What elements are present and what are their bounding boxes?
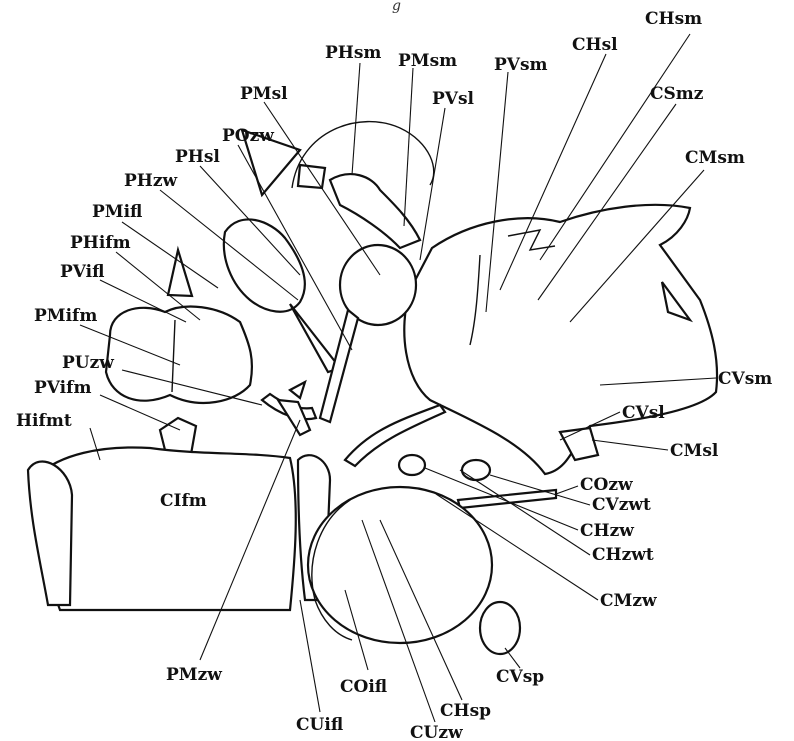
- label-Hifmt: Hifmt: [16, 411, 72, 431]
- label-CMsm: CMsm: [685, 148, 745, 168]
- label-CSmz: CSmz: [650, 84, 704, 104]
- small-egg: [480, 602, 520, 654]
- label-CVsl: CVsl: [622, 403, 665, 423]
- label-PUzw: PUzw: [62, 353, 114, 373]
- label-PMsm: PMsm: [398, 51, 457, 71]
- y-bracket: [278, 400, 310, 435]
- label-PHsl: PHsl: [175, 147, 220, 167]
- label-CHzw: CHzw: [580, 521, 634, 541]
- label-CHsm: CHsm: [645, 9, 702, 29]
- label-CHzwt: CHzwt: [592, 545, 654, 565]
- label-CUzw: CUzw: [410, 723, 463, 741]
- label-CHsp: CHsp: [440, 701, 491, 721]
- label-CVsp: CVsp: [496, 667, 544, 687]
- left-lobes: [106, 307, 252, 403]
- label-CVzwt: CVzwt: [592, 495, 651, 515]
- long-bar: [458, 490, 556, 508]
- label-PVsl: PVsl: [432, 89, 475, 109]
- left-cone: [168, 250, 192, 296]
- label-CIfm: CIfm: [160, 491, 207, 511]
- label-CMzw: CMzw: [600, 591, 657, 611]
- figure-caption: g: [392, 0, 401, 14]
- label-PHsm: PHsm: [325, 43, 381, 63]
- label-COifl: COifl: [340, 677, 387, 697]
- head-piece: [224, 219, 305, 311]
- label-PMzw: PMzw: [166, 665, 222, 685]
- label-PMifl: PMifl: [92, 202, 142, 222]
- label-PVsm: PVsm: [494, 55, 548, 75]
- curved-bar: [345, 405, 445, 466]
- label-PVifl: PVifl: [60, 262, 105, 282]
- lower-block-left-frame: [28, 461, 72, 605]
- dark-oval-right: [462, 460, 490, 480]
- label-PMifm: PMifm: [34, 306, 97, 326]
- label-PMsl: PMsl: [240, 84, 288, 104]
- label-PHzw: PHzw: [124, 171, 177, 191]
- label-CHsl: CHsl: [572, 35, 618, 55]
- label-PHifm: PHifm: [70, 233, 131, 253]
- label-COzw: COzw: [580, 475, 633, 495]
- dark-oval-left: [399, 455, 425, 475]
- upper-small-piece: [298, 165, 325, 188]
- lower-block: [38, 447, 296, 610]
- label-CMsl: CMsl: [670, 441, 719, 461]
- label-PVifm: PVifm: [34, 378, 91, 398]
- label-CUifl: CUifl: [296, 715, 343, 735]
- small-triangle: [290, 382, 305, 398]
- label-POzw: POzw: [222, 126, 274, 146]
- label-CVsm: CVsm: [718, 369, 772, 389]
